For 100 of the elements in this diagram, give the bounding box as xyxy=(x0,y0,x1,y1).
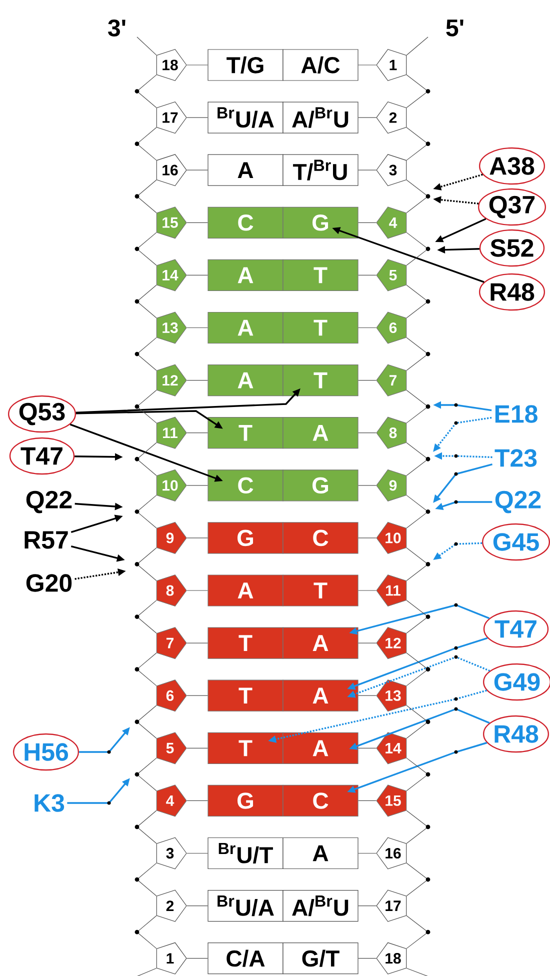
nucleotide-pentagon: 9 xyxy=(376,469,407,502)
base-box: A/C xyxy=(282,49,358,81)
nucleotide-pentagon: 2 xyxy=(156,890,187,922)
backbone-line xyxy=(134,232,157,266)
base-box: T xyxy=(208,732,284,764)
base-box: T xyxy=(282,574,358,606)
nucleotide-pentagon: 5 xyxy=(156,732,187,764)
nucleotide-pentagon: 16 xyxy=(376,837,407,870)
backbone-line xyxy=(134,390,157,424)
backbone-line xyxy=(134,284,157,318)
connector-line xyxy=(358,327,376,328)
base-box: C xyxy=(282,784,358,816)
base-box: A xyxy=(208,312,284,344)
nucleotide-pentagon: 13 xyxy=(376,680,407,712)
base-box: T xyxy=(282,364,358,396)
backbone-line xyxy=(134,127,157,160)
base-box: G xyxy=(282,470,358,502)
nucleotide-pentagon: 12 xyxy=(376,627,407,660)
connector-line xyxy=(358,800,376,801)
backbone-line xyxy=(406,968,428,976)
backbone-line xyxy=(136,968,157,976)
nucleotide-pentagon: 6 xyxy=(376,312,407,344)
connector-line xyxy=(358,485,376,486)
base-box: T xyxy=(282,312,358,344)
nucleotide-pentagon: 2 xyxy=(376,102,407,134)
base-box: A xyxy=(208,154,284,186)
base-box: C/A xyxy=(208,942,284,974)
nucleotide-pentagon: 5 xyxy=(376,259,407,292)
connector-line xyxy=(358,642,376,644)
circled-residue-label: A38 xyxy=(478,147,546,185)
residue-label: R57 xyxy=(24,531,68,549)
residue-label: Q22 xyxy=(26,490,72,514)
nucleotide-pentagon: 4 xyxy=(376,206,407,239)
nucleotide-pentagon: 14 xyxy=(376,732,407,764)
backbone-line xyxy=(406,758,430,792)
nucleotide-pentagon: 14 xyxy=(156,259,187,292)
connector-line xyxy=(186,327,208,328)
nucleotide-pentagon: 3 xyxy=(156,837,187,870)
nucleotide-pentagon: 11 xyxy=(156,416,187,449)
nucleotide-pentagon: 16 xyxy=(156,154,187,186)
circled-residue-label: Q53 xyxy=(8,395,76,433)
backbone-line xyxy=(134,337,157,371)
base-box: A xyxy=(208,364,284,396)
backbone-line xyxy=(406,548,430,581)
base-box: A xyxy=(208,574,284,606)
base-box: A xyxy=(282,627,358,659)
connector-line xyxy=(186,590,208,591)
backbone-line xyxy=(134,180,157,214)
strand-end-label: 3' xyxy=(108,20,126,37)
backbone-line xyxy=(134,600,157,634)
backbone-line xyxy=(406,495,430,528)
residue-label: G20 xyxy=(26,574,72,592)
nucleotide-pentagon: 4 xyxy=(156,784,187,817)
connector-line xyxy=(186,958,208,959)
base-box: A/$^{Br}$U xyxy=(282,102,358,134)
backbone-line xyxy=(134,548,157,581)
backbone-line xyxy=(406,180,430,214)
base-box: $^{Br}$U/A xyxy=(208,890,284,922)
nucleotide-pentagon: 13 xyxy=(156,312,187,344)
backbone-line xyxy=(406,74,430,108)
connector-line xyxy=(186,642,208,644)
backbone-line xyxy=(134,862,157,896)
connector-line xyxy=(186,274,208,276)
backbone-line xyxy=(406,915,430,949)
backbone-line xyxy=(136,36,157,56)
connector-line xyxy=(358,117,376,118)
base-box: A/$^{Br}$U xyxy=(282,890,358,922)
backbone-line xyxy=(134,442,157,476)
residue-label: K3 xyxy=(34,794,64,812)
circled-residue-label: T47 xyxy=(9,437,75,475)
circled-residue-label: H56 xyxy=(12,733,80,771)
strand-end-label: 5' xyxy=(446,20,464,36)
backbone-line xyxy=(134,810,157,844)
base-box: T/$^{Br}$U xyxy=(282,154,358,186)
base-box: $^{Br}$U/A xyxy=(208,102,284,134)
base-box: C xyxy=(208,470,284,502)
residue-label: Q22 xyxy=(495,490,541,514)
nucleotide-pentagon: 10 xyxy=(156,469,187,502)
backbone-line xyxy=(406,705,430,739)
nucleotide-pentagon: 6 xyxy=(156,680,187,712)
connector-line xyxy=(186,64,208,66)
nucleotide-pentagon: 9 xyxy=(156,522,187,554)
base-box: A xyxy=(282,680,358,712)
circled-residue-label: T47 xyxy=(483,610,549,648)
backbone-line xyxy=(406,600,430,634)
nucleotide-pentagon: 10 xyxy=(376,522,407,554)
backbone-line xyxy=(134,915,157,949)
backbone-line xyxy=(134,495,157,528)
base-box: A xyxy=(282,732,358,764)
nucleotide-pentagon: 8 xyxy=(376,416,407,449)
connector-line xyxy=(358,695,376,696)
backbone-line xyxy=(134,705,157,739)
nucleotide-pentagon: 15 xyxy=(376,784,407,817)
backbone-line xyxy=(406,232,430,266)
backbone-line xyxy=(406,36,428,56)
base-box: T xyxy=(208,417,284,449)
base-box: G/T xyxy=(282,942,358,974)
nucleotide-pentagon: 15 xyxy=(156,206,187,239)
base-box: G xyxy=(208,784,284,816)
circled-residue-label: S52 xyxy=(479,229,545,267)
